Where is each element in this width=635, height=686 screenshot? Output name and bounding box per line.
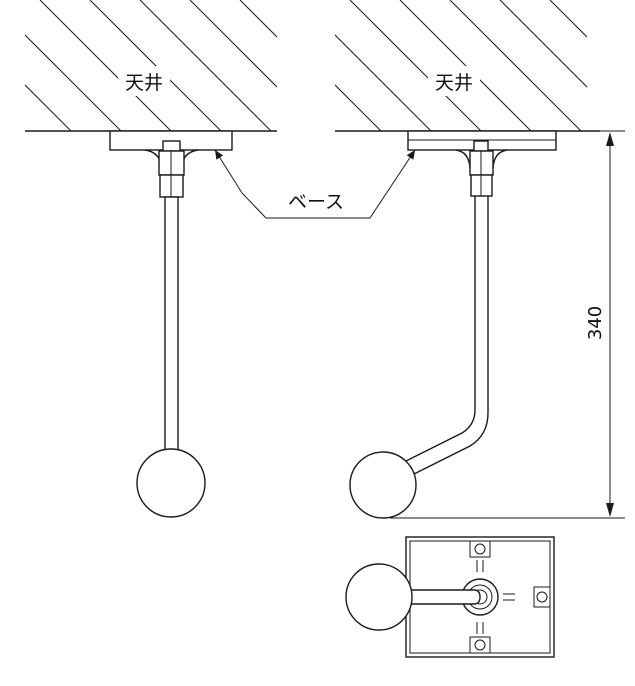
ceiling-left-label: 天井 — [125, 72, 163, 94]
dimension-arrow-bottom — [606, 503, 614, 517]
top-view-rod — [399, 589, 481, 605]
base-label: ベース — [288, 191, 344, 213]
ceiling-right-label-bg — [428, 66, 480, 96]
hanger-right-bolt-head — [473, 140, 489, 152]
dimension-value: 340 — [585, 306, 606, 340]
hanger-right-rod-outer — [413, 196, 489, 475]
dimension-340: 340 — [390, 130, 625, 519]
ceiling-right-hatching — [335, 0, 587, 131]
ceiling-left-hatching — [25, 0, 277, 131]
dimension-arrow-top — [606, 132, 614, 146]
top-view-hole-right — [533, 586, 551, 608]
top-view — [345, 536, 555, 658]
hanger-right — [349, 130, 557, 519]
ceiling-left-label-bg — [118, 66, 170, 96]
base-callout-leader-left — [214, 149, 267, 219]
hanger-left — [109, 130, 233, 518]
hanger-right-ball — [349, 451, 417, 519]
ceiling-right-label: 天井 — [435, 72, 473, 94]
hanger-left-rod — [164, 196, 179, 454]
base-callout: ベース — [214, 149, 416, 219]
hanger-left-ball — [136, 448, 206, 518]
top-view-hole-bottom — [469, 636, 491, 654]
top-view-ball — [345, 563, 413, 631]
hanger-left-bolt-head — [162, 140, 181, 152]
ceiling-right: 天井 — [335, 0, 600, 132]
base-callout-leader-right — [266, 149, 416, 219]
ceiling-left: 天井 — [25, 0, 277, 132]
hanger-right-rod-inner — [403, 196, 476, 463]
top-view-hole-top — [469, 540, 491, 558]
